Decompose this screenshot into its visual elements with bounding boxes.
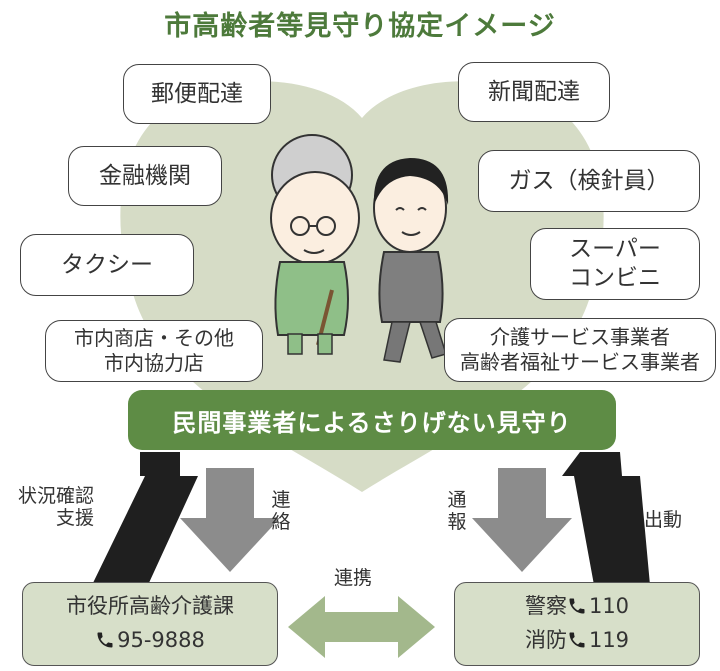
man-illustration [373, 158, 449, 363]
city-office-name: 市役所高齢介護課 [66, 594, 234, 619]
elderly-woman-illustration [270, 134, 360, 355]
partner-care: 介護サービス事業者 高齢者福祉サービス事業者 [444, 318, 716, 382]
dispatch-label: 出動 [644, 509, 683, 531]
contact-label: 連 絡 [270, 489, 292, 534]
city-office-box: 市役所高齢介護課 95-9888 [22, 582, 278, 666]
partner-supermarket: スーパー コンビニ [530, 228, 700, 300]
report-label: 通 報 [446, 489, 468, 534]
emergency-box: 警察 110 消防 119 [454, 582, 700, 666]
page-title: 市高齢者等見守り協定イメージ [164, 11, 556, 42]
contact-label-char1: 連 [271, 489, 291, 511]
report-label-char1: 通 [447, 489, 467, 511]
fire-number: 119 [588, 628, 630, 652]
support-label-line2: 支援 [55, 506, 94, 529]
partner-care-line1: 介護サービス事業者 [490, 325, 670, 349]
phone-icon [97, 632, 113, 648]
contact-arrow [180, 468, 280, 572]
partner-postal: 郵便配達 [123, 64, 271, 124]
partner-care-line2: 高齢者福祉サービス事業者 [460, 350, 700, 374]
police-row: 警察 110 [525, 590, 629, 624]
partner-taxi: タクシー [20, 234, 194, 296]
phone-icon [569, 598, 585, 614]
support-label-line1: 状況確認 [17, 485, 94, 507]
police-number: 110 [588, 594, 630, 619]
city-office-phone-row: 95-9888 [95, 624, 205, 658]
contact-label-char2: 絡 [271, 510, 291, 533]
dispatch-arrow [562, 452, 650, 585]
partner-shops: 市内商店・その他 市内協力店 [45, 320, 263, 382]
cooperation-label: 連携 [334, 567, 373, 589]
partner-finance: 金融機関 [68, 146, 222, 206]
report-arrow [472, 468, 572, 572]
partner-shops-line1: 市内商店・その他 [74, 326, 234, 350]
monitoring-banner: 民間事業者によるさりげない見守り [128, 390, 616, 450]
support-arrow [92, 452, 198, 585]
cooperation-arrow [288, 596, 435, 658]
partner-supermarket-line1: スーパー [569, 236, 661, 263]
partner-newspaper: 新聞配達 [458, 62, 610, 122]
partner-shops-line2: 市内協力店 [104, 351, 204, 375]
partner-gas: ガス（検針員） [478, 150, 700, 212]
fire-row: 消防 119 [525, 624, 629, 658]
city-office-phone: 95-9888 [117, 628, 205, 652]
police-label: 警察 [524, 594, 567, 619]
fire-label: 消防 [524, 628, 567, 652]
support-label: 状況確認 支援 [6, 485, 94, 530]
report-label-char2: 報 [447, 510, 467, 533]
phone-icon [569, 632, 585, 648]
partner-supermarket-line2: コンビニ [569, 265, 661, 291]
